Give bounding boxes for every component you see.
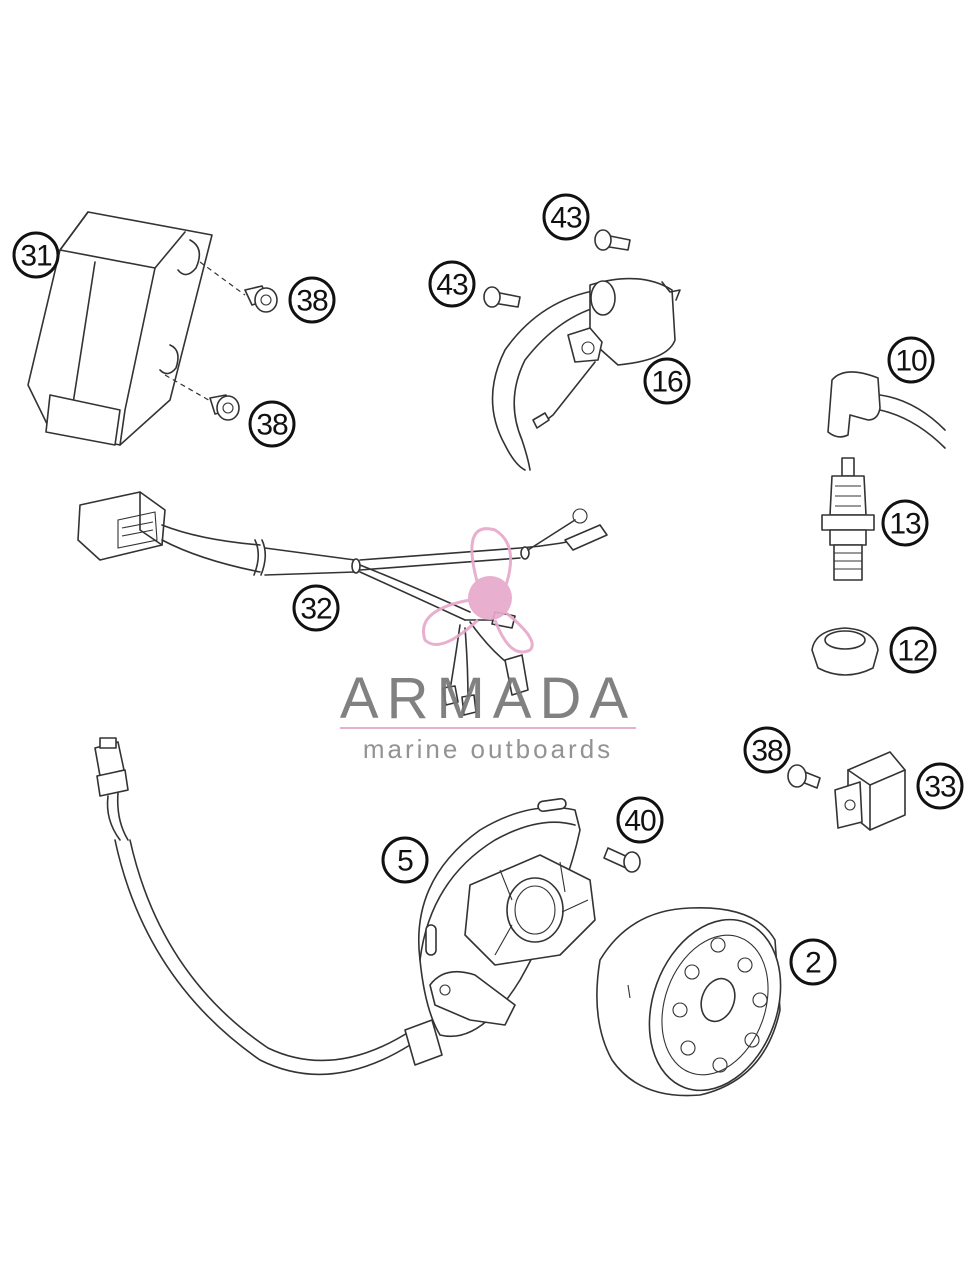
svg-text:33: 33: [924, 771, 956, 804]
svg-text:38: 38: [296, 285, 328, 318]
label-2: 2: [789, 938, 837, 986]
part-10-spark-plug-cap: [827, 371, 946, 449]
label-32: 32: [292, 584, 340, 632]
label-12: 12: [889, 626, 937, 674]
watermark: ARMADA marine outboards: [340, 527, 636, 764]
svg-text:10: 10: [895, 345, 927, 378]
svg-text:31: 31: [20, 240, 52, 273]
part-2-flywheel: [596, 906, 782, 1097]
part-5-stator: [418, 797, 596, 1037]
watermark-tagline: marine outboards: [363, 734, 613, 764]
svg-text:5: 5: [397, 845, 413, 878]
label-40: 40: [616, 796, 664, 844]
svg-text:13: 13: [889, 508, 921, 541]
label-38-regulator: 38: [743, 726, 791, 774]
label-38-lower: 38: [248, 400, 296, 448]
bolt-40: [603, 847, 641, 873]
bolt-43-upper: [594, 229, 631, 251]
propeller-logo-icon: [422, 527, 534, 654]
svg-text:38: 38: [256, 409, 288, 442]
svg-text:43: 43: [436, 269, 468, 302]
part-12-grommet: [811, 627, 879, 676]
label-5: 5: [381, 836, 429, 884]
part-31-cdi-unit: [27, 211, 246, 446]
label-33: 33: [916, 762, 964, 810]
svg-text:2: 2: [805, 947, 821, 980]
label-38-upper: 38: [288, 276, 336, 324]
svg-text:32: 32: [300, 593, 332, 626]
label-43-lower: 43: [428, 260, 476, 308]
label-13: 13: [881, 499, 929, 547]
svg-text:40: 40: [624, 805, 656, 838]
svg-text:43: 43: [550, 202, 582, 235]
svg-text:38: 38: [751, 735, 783, 768]
watermark-name: ARMADA: [340, 666, 636, 731]
label-10: 10: [887, 336, 935, 384]
part-16-ignition-coil: [491, 277, 681, 471]
svg-text:12: 12: [897, 635, 929, 668]
bolt-43-lower: [483, 286, 521, 308]
bolt-38-lower: [209, 394, 240, 421]
label-43-upper: 43: [542, 193, 590, 241]
label-16: 16: [643, 357, 691, 405]
part-13-spark-plug: [821, 457, 875, 581]
part-33-regulator: [834, 751, 906, 831]
bolt-38-upper: [244, 285, 278, 313]
pickup-cable: [94, 737, 443, 1076]
bolt-38-regulator: [787, 764, 821, 789]
label-31: 31: [12, 231, 60, 279]
svg-text:16: 16: [651, 366, 683, 399]
